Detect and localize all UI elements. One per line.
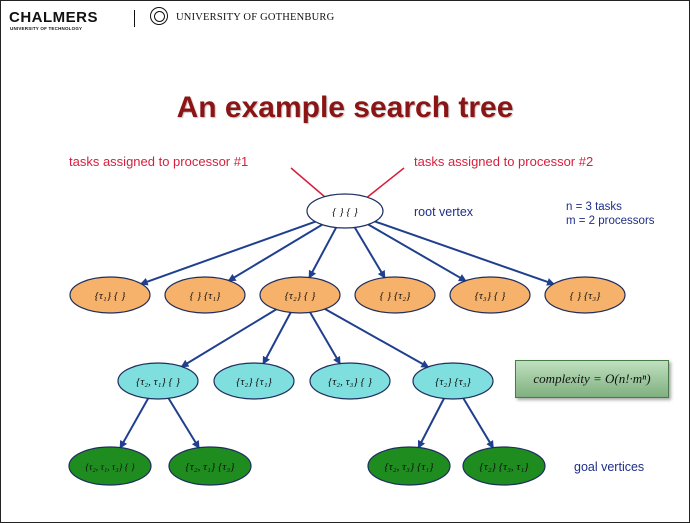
node-shape bbox=[168, 446, 252, 486]
chalmers-logo: CHALMERS bbox=[9, 9, 98, 26]
tree-node-level3: {τ₂, τ₃} {τ₁} bbox=[367, 446, 451, 486]
tree-edge bbox=[461, 396, 495, 449]
slide-title: An example search tree bbox=[176, 91, 514, 124]
node-label: {τ₃} { } bbox=[475, 290, 506, 302]
node-label: {τ₂} {τ₃, τ₁} bbox=[479, 461, 529, 473]
node-shape bbox=[164, 276, 246, 314]
tree-edge bbox=[417, 396, 446, 449]
tree-node-level3: {τ₂} {τ₃, τ₁} bbox=[462, 446, 546, 486]
node-label: { } { } bbox=[332, 206, 358, 218]
node-label: { } {τ₁} bbox=[190, 290, 221, 302]
node-shape bbox=[68, 446, 152, 486]
tree-edge bbox=[180, 307, 279, 368]
node-shape bbox=[259, 276, 341, 314]
node-label: {τ₂, τ₃} {τ₁} bbox=[384, 461, 434, 473]
goal-vertices-label: goal vertices bbox=[574, 460, 645, 474]
tree-node-level2: {τ₂} {τ₁} bbox=[213, 362, 295, 400]
tree-node-level1: {τ₁} { } bbox=[69, 276, 151, 314]
node-shape bbox=[462, 446, 546, 486]
tree-node-level2: {τ₂, τ₃} { } bbox=[309, 362, 391, 400]
root-vertex: { } { } bbox=[306, 193, 384, 229]
node-shape bbox=[213, 362, 295, 400]
header: CHALMERS UNIVERSITY OF TECHNOLOGY UNIVER… bbox=[1, 1, 689, 41]
tree-edge bbox=[372, 219, 556, 286]
node-shape bbox=[367, 446, 451, 486]
node-shape bbox=[544, 276, 626, 314]
node-shape bbox=[117, 362, 199, 400]
complexity-box: complexity = O(n!·mⁿ) bbox=[515, 360, 669, 398]
tree-edge bbox=[139, 219, 319, 286]
param-n: n = 3 tasks bbox=[566, 201, 622, 213]
node-label: {τ₂} { } bbox=[285, 290, 316, 302]
tree-node-level2: {τ₂} {τ₃} bbox=[412, 362, 494, 400]
node-label: {τ₂, τ₁, τ₃} { } bbox=[85, 463, 135, 473]
tree-node-level1: {τ₂} { } bbox=[259, 276, 341, 314]
callout-processor-1: tasks assigned to processor #1 bbox=[69, 154, 249, 169]
node-label: {τ₂} {τ₁} bbox=[236, 376, 272, 388]
tree-edge bbox=[322, 307, 430, 369]
node-shape bbox=[354, 276, 436, 314]
node-label: {τ₂, τ₁} { } bbox=[136, 376, 181, 388]
tree-edge bbox=[227, 222, 325, 282]
param-m: m = 2 processors bbox=[566, 215, 655, 227]
tree-node-level3: {τ₂, τ₁} {τ₃} bbox=[168, 446, 252, 486]
tree-node-level1: { } {τ₃} bbox=[544, 276, 626, 314]
tree-edge bbox=[262, 310, 293, 365]
tree-edge bbox=[166, 396, 200, 449]
node-shape bbox=[306, 193, 384, 229]
tree-node-level1: { } {τ₁} bbox=[164, 276, 246, 314]
chalmers-subtitle: UNIVERSITY OF TECHNOLOGY bbox=[10, 26, 83, 31]
node-shape bbox=[309, 362, 391, 400]
tree-edge bbox=[353, 225, 386, 279]
node-label: {τ₂, τ₃} { } bbox=[328, 376, 373, 388]
tree-node-level3: {τ₂, τ₁, τ₃} { } bbox=[68, 446, 152, 486]
tree-edge bbox=[308, 225, 338, 279]
tree-node-level1: {τ₃} { } bbox=[449, 276, 531, 314]
node-label: { } {τ₃} bbox=[570, 290, 601, 302]
logo-divider bbox=[134, 10, 135, 27]
university-seal-icon bbox=[150, 7, 168, 25]
node-label: { } {τ₂} bbox=[380, 290, 411, 302]
node-shape bbox=[412, 362, 494, 400]
tree-edge bbox=[308, 310, 341, 365]
parameters: n = 3 tasks m = 2 processors bbox=[566, 200, 655, 228]
tree-edge bbox=[119, 396, 150, 449]
tree-node-level2: {τ₂, τ₁} { } bbox=[117, 362, 199, 400]
tree-node-level1: { } {τ₂} bbox=[354, 276, 436, 314]
node-shape bbox=[69, 276, 151, 314]
node-label: {τ₁} { } bbox=[95, 290, 126, 302]
node-label: {τ₂, τ₁} {τ₃} bbox=[185, 461, 235, 473]
root-vertex-label: root vertex bbox=[414, 205, 474, 219]
node-shape bbox=[449, 276, 531, 314]
node-label: {τ₂} {τ₃} bbox=[435, 376, 471, 388]
tree-edge bbox=[365, 222, 467, 282]
gothenburg-logo: UNIVERSITY OF GOTHENBURG bbox=[176, 12, 335, 23]
callout-processor-2: tasks assigned to processor #2 bbox=[414, 154, 594, 169]
